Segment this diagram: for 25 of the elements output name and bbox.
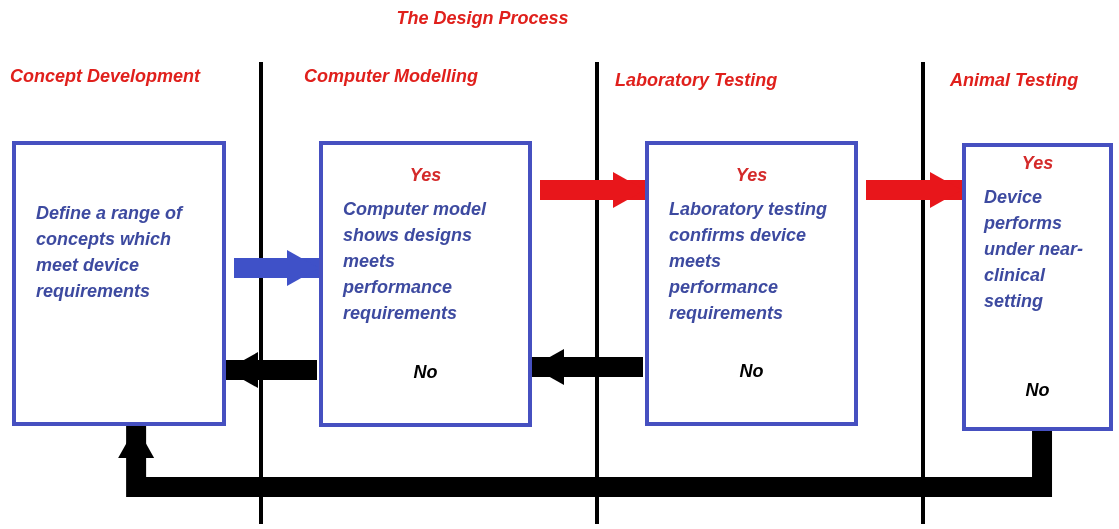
yes-label: Yes [1021, 153, 1054, 174]
no-label: No [413, 362, 438, 383]
process-box [962, 143, 1113, 431]
block-arrow [234, 250, 319, 286]
step-description: Computer model shows designs meets performance requirements [343, 198, 488, 325]
diagram-title: The Design Process [395, 8, 570, 29]
lane-heading: Animal Testing [950, 70, 1079, 91]
no-label: No [1025, 380, 1050, 401]
process-box [645, 141, 858, 426]
block-arrow [532, 349, 643, 385]
block-arrow [226, 352, 317, 388]
process-box [319, 141, 532, 427]
step-description: Laboratory testing confirms device meets performance requirements [669, 198, 829, 325]
yes-label: Yes [735, 165, 768, 186]
lane-heading: Computer Modelling [304, 66, 478, 87]
step-description: Device performs under near-clinical setting [984, 186, 1085, 313]
no-label: No [739, 361, 764, 382]
block-arrow [540, 172, 645, 208]
process-box [12, 141, 226, 426]
yes-label: Yes [409, 165, 442, 186]
block-arrow [866, 172, 962, 208]
lane-heading: Concept Development [10, 66, 201, 87]
step-description: Define a range of concepts which meet device requirements [36, 202, 185, 303]
lane-heading: Laboratory Testing [615, 70, 778, 91]
block-arrow [118, 426, 1053, 497]
